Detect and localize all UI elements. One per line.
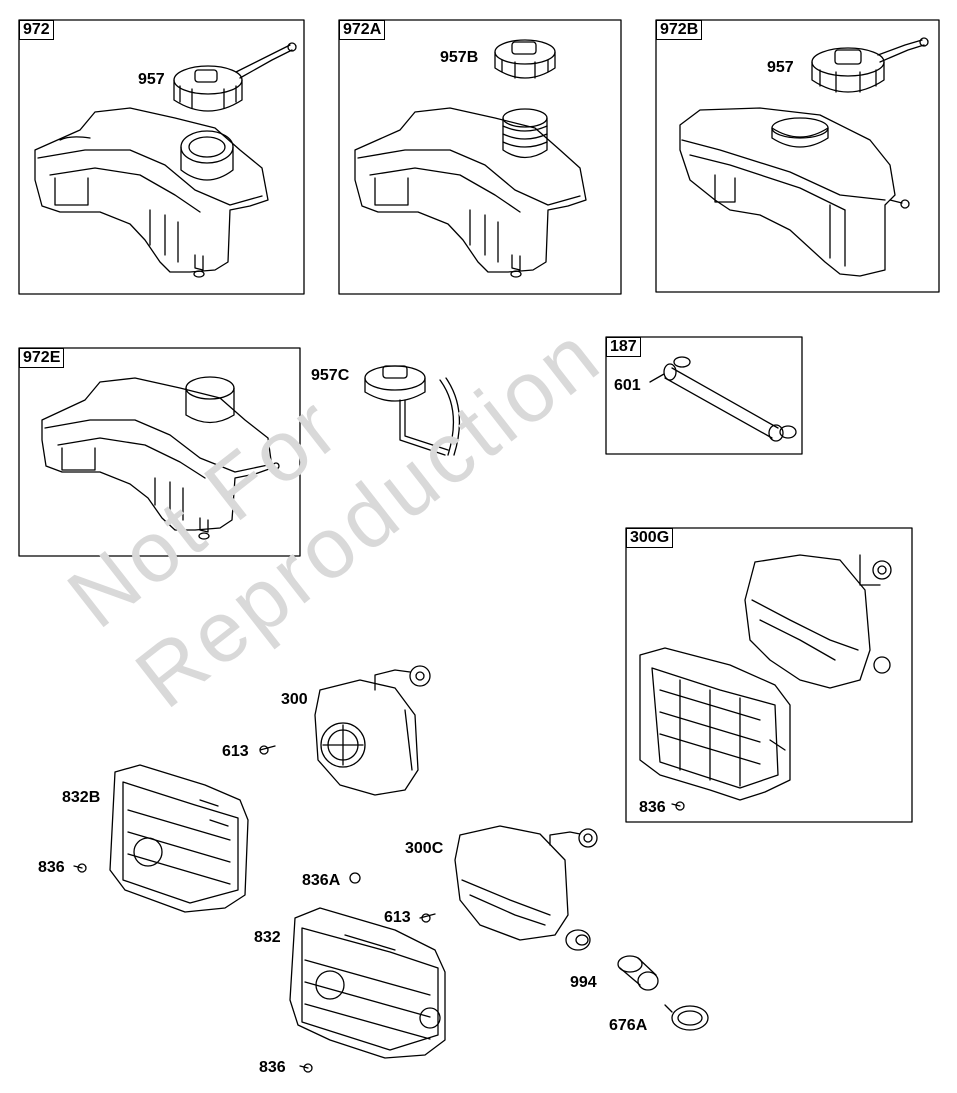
- heat-shield-832: [289, 907, 446, 1059]
- frame-300g: [625, 527, 913, 823]
- fuel-tank-972b: [679, 107, 910, 277]
- label-957b: 957B: [440, 49, 479, 66]
- box-tag-972: 972: [19, 20, 54, 40]
- screw-613-a: [259, 745, 276, 755]
- heat-shield-832b: [109, 764, 249, 913]
- label-836-b: 836: [38, 859, 65, 876]
- frame-972e: [18, 347, 301, 557]
- label-613-b: 613: [384, 909, 411, 926]
- screw-613-b: [419, 913, 436, 923]
- adapter-994: [617, 955, 659, 991]
- label-957-a: 957: [138, 71, 165, 88]
- fuel-cap-957c: [364, 365, 461, 456]
- heat-shield-300g: [639, 647, 791, 801]
- fuel-line-601: [649, 356, 797, 442]
- muffler-300g: [744, 554, 892, 689]
- label-613-a: 613: [222, 743, 249, 760]
- box-tag-972e: 972E: [19, 348, 65, 368]
- fuel-tank-972e: [41, 376, 280, 540]
- label-676a: 676A: [609, 1017, 648, 1034]
- screw-836-a: [73, 863, 87, 873]
- label-300c: 300C: [405, 840, 444, 857]
- label-832b: 832B: [62, 789, 101, 806]
- label-957c: 957C: [311, 367, 350, 384]
- frame-187: [605, 336, 803, 455]
- frame-972a: [338, 19, 622, 295]
- label-601: 601: [614, 377, 641, 394]
- box-tag-187: 187: [606, 337, 641, 357]
- label-300: 300: [281, 691, 308, 708]
- fuel-tank-972a: [354, 107, 587, 278]
- fuel-cap-957b: [494, 39, 556, 79]
- label-836-c: 836: [259, 1059, 286, 1076]
- muffler-300c: [454, 825, 598, 951]
- box-tag-972b: 972B: [656, 20, 703, 40]
- fuel-tank-972: [34, 107, 269, 278]
- screw-836-b: [299, 1063, 313, 1073]
- label-957-b: 957: [767, 59, 794, 76]
- box-tag-300g: 300G: [626, 528, 674, 548]
- label-836a: 836A: [302, 872, 341, 889]
- label-994: 994: [570, 974, 597, 991]
- box-tag-972a: 972A: [339, 20, 386, 40]
- screw-836-c: [671, 801, 685, 811]
- screw-836a: [349, 872, 361, 884]
- fuel-cap-957-b: [811, 37, 929, 93]
- label-836-a: 836: [639, 799, 666, 816]
- label-832: 832: [254, 929, 281, 946]
- clamp-676a: [664, 1004, 709, 1031]
- frame-972b: [655, 19, 940, 293]
- muffler-300: [314, 665, 431, 796]
- fuel-cap-957-a: [173, 42, 297, 112]
- frame-972: [18, 19, 305, 295]
